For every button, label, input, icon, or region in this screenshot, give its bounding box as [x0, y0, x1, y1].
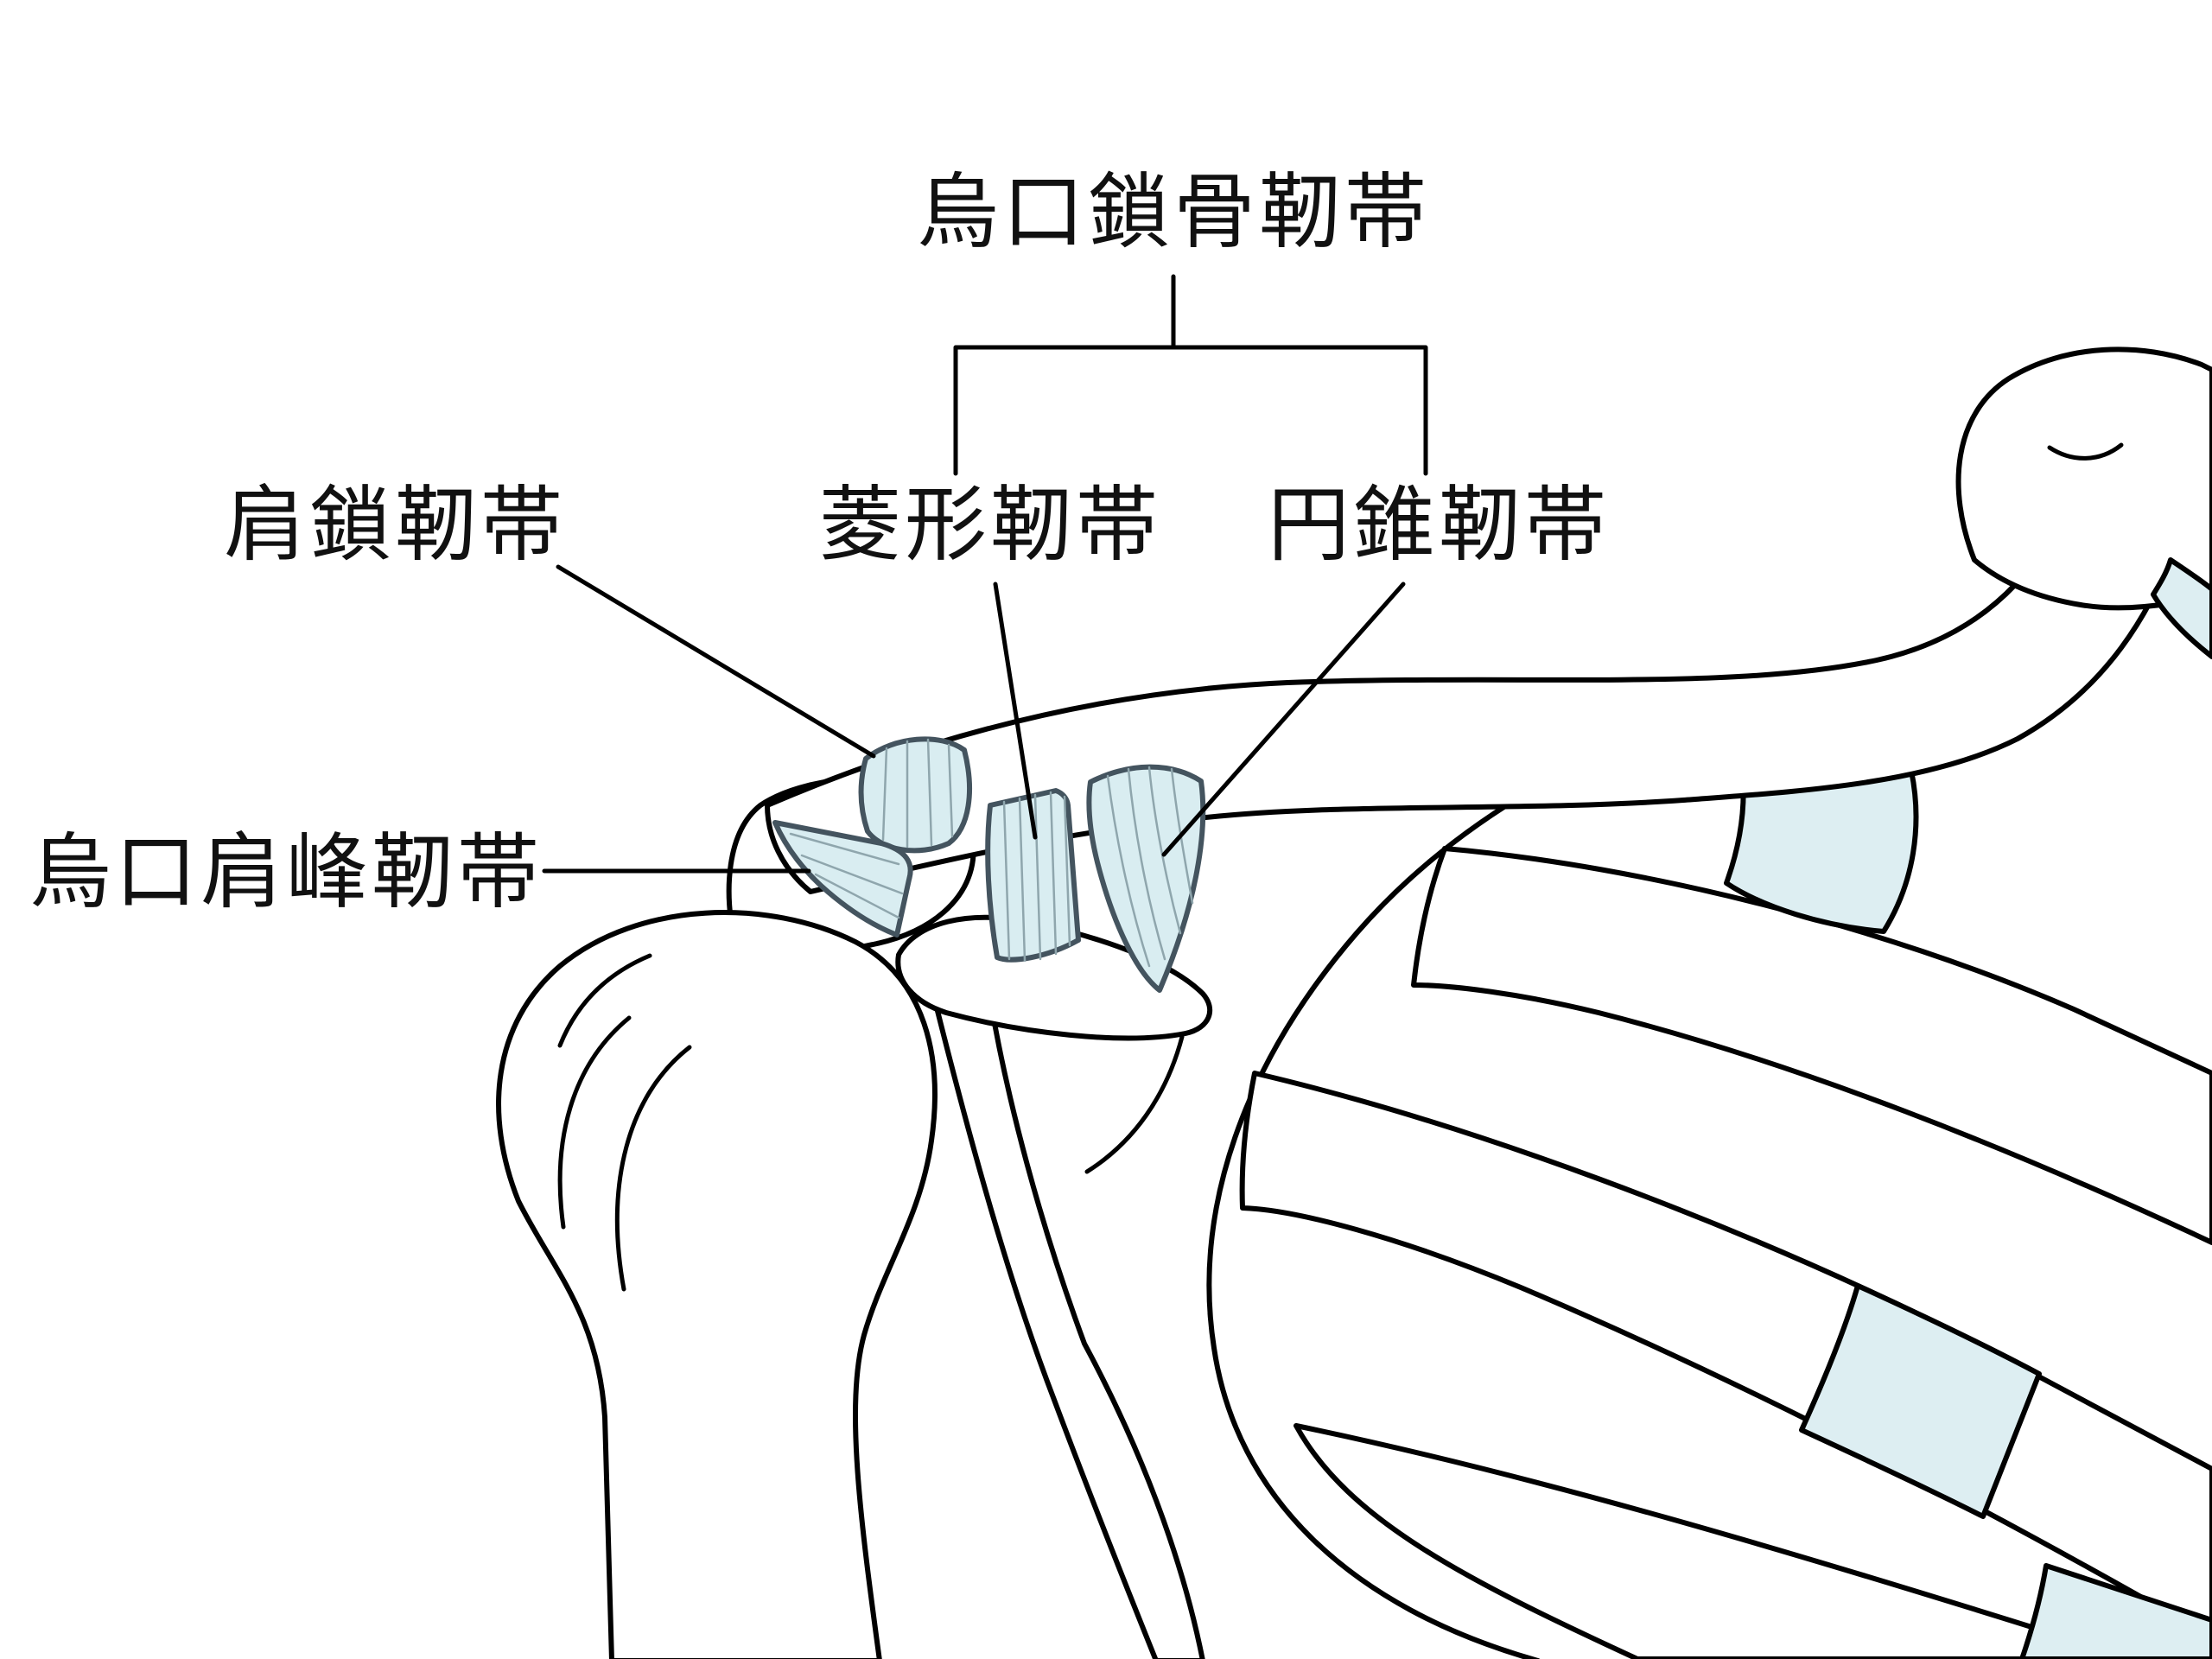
ligaments: [772, 736, 1206, 993]
humeral-head-contour-3: [557, 953, 652, 1048]
acromioclavicular-leader-line: [556, 564, 876, 759]
trapezoid-leader-line: [993, 582, 1038, 840]
acromioclavicular-ligament-shape: [858, 736, 972, 854]
conoid-ligament-body: [1086, 764, 1206, 993]
label-acromioclavicular-ligament: 肩鎖靭帯: [224, 478, 566, 573]
coracoacromial-ligament-shape: [772, 820, 913, 938]
costal-cartilage-2: [1799, 1283, 2042, 1519]
label-conoid-ligament: 円錐靭帯: [1268, 478, 1610, 573]
vertebra-body: [1955, 346, 2212, 611]
humeral-head-contour-1: [557, 1015, 632, 1230]
glenoid-neck-line: [1084, 1034, 1185, 1174]
vertebral-cartilage-sliver: [2151, 557, 2212, 659]
humerus-bone: [496, 910, 938, 1659]
rib-cage: [1206, 671, 2212, 1659]
vertebra: [1955, 346, 2212, 659]
conoid-ligament-shape: [1086, 764, 1206, 993]
humerus: [496, 910, 938, 1659]
coracoclavicular-bracket: [953, 274, 1428, 476]
trapezoid-ligament-shape: [985, 788, 1081, 963]
coracoacromial-ligament-fibers: [789, 832, 904, 919]
label-trapezoid-ligament: 菱形靭帯: [819, 478, 1161, 573]
scapula-lateral-border: [931, 991, 1205, 1659]
acromioclavicular-ligament-fibers: [881, 738, 954, 849]
label-coracoacromial-ligament: 烏口肩峰靭帯: [29, 825, 543, 920]
rib-fourth: [1294, 1423, 2212, 1659]
conoid-ligament-fibers: [1106, 766, 1194, 968]
label-coracoclavicular-ligament: 烏口鎖骨靭帯: [917, 165, 1430, 260]
vertebra-detail-curve: [2047, 442, 2124, 461]
annotations: [542, 274, 1428, 874]
humeral-head-contour-2: [614, 1045, 692, 1292]
trapezoid-ligament-fibers: [1002, 791, 1071, 963]
labels: 烏口鎖骨靭帯 菱形靭帯 円錐靭帯 肩鎖靭帯 烏口肩峰靭帯: [29, 165, 1610, 920]
conoid-leader-line: [1161, 582, 1406, 857]
acromioclavicular-ligament-body: [858, 736, 972, 854]
